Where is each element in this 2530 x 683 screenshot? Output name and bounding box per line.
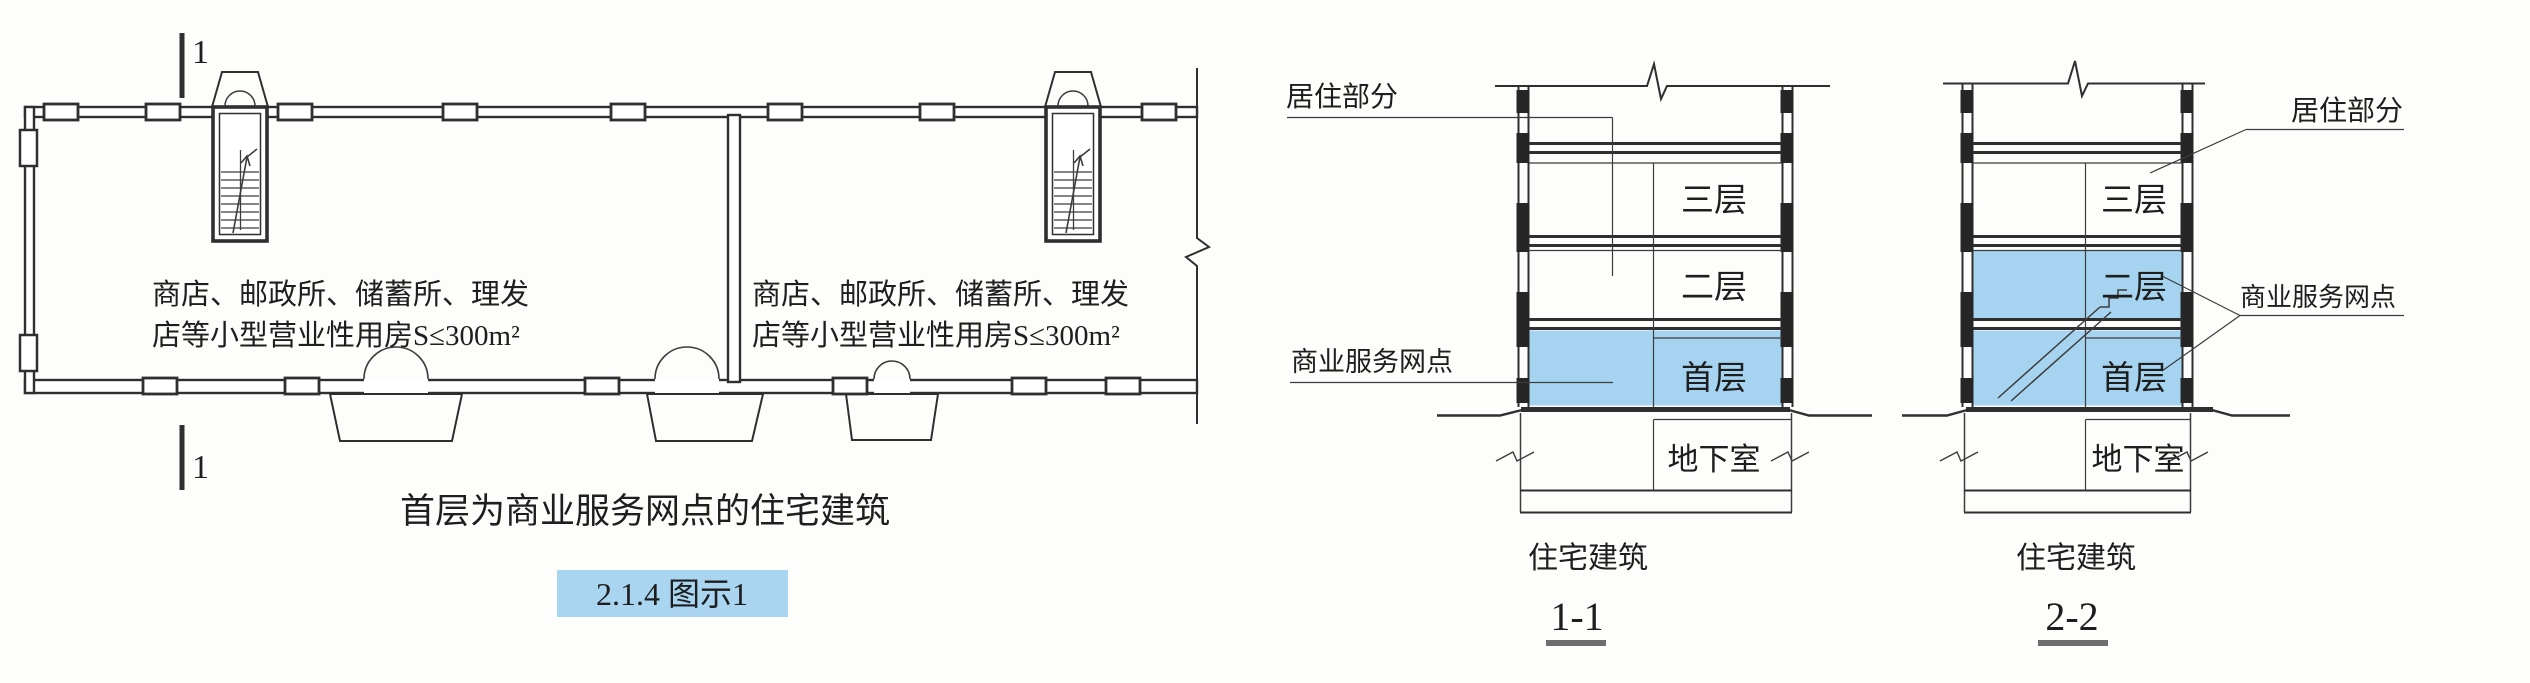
wall-break-icon	[1939, 451, 1979, 462]
door-opening	[655, 378, 719, 395]
window-icon	[42, 102, 80, 122]
figure-badge: 2.1.4 图示1	[557, 570, 788, 617]
section-marker-top: 1	[179, 33, 209, 98]
stairwell-icon	[210, 70, 270, 243]
basement	[1939, 413, 2209, 514]
section-marker-bottom: 1	[179, 425, 209, 490]
basement-label: 地下室	[2092, 442, 2185, 477]
door-opening	[364, 378, 428, 395]
window-icon	[441, 102, 479, 122]
window-icon	[1140, 102, 1178, 122]
room2-label: 商店、邮政所、储蓄所、理发 店等小型营业性用房S≤300m²	[752, 278, 1129, 352]
section-1-1: 居住部分 商业服务网点 三层 二层 首层 地下室 住宅建筑 1-1	[1286, 60, 1872, 646]
stairwell-icon	[1043, 70, 1103, 243]
window-icon	[144, 102, 182, 122]
double-door-icon	[686, 346, 720, 380]
double-door-icon	[654, 346, 688, 380]
second-floor-highlight	[1973, 251, 2182, 318]
floor-plan: 1 1 商店、邮政所、储蓄所、理发 店等小型营业性用房S≤300m² 商店、邮政…	[18, 33, 1211, 617]
section-title-underline	[2038, 640, 2108, 646]
double-door-icon	[363, 346, 397, 380]
room1-label-line2: 店等小型营业性用房S≤300m²	[152, 319, 520, 352]
floor-slabs	[1973, 142, 2182, 330]
window-icon	[283, 376, 321, 396]
section-2-2: 居住部分 商业服务网点 三层 二层 首层 地下室 住宅建筑 2-2	[1902, 60, 2404, 646]
entry-porch	[844, 393, 940, 441]
stair-flight-icon	[1997, 289, 2127, 402]
floor-label-3f: 三层	[1681, 183, 1747, 219]
plan-left-wall	[23, 105, 36, 395]
window-icon	[1104, 376, 1142, 396]
figure-badge-label: 2.1.4 图示1	[596, 576, 748, 612]
ground-line	[1437, 407, 1872, 417]
room1-label-line1: 商店、邮政所、储蓄所、理发	[152, 278, 529, 311]
entry-door-1	[328, 346, 464, 442]
residential-label: 居住部分	[2291, 95, 2403, 127]
double-door-icon	[891, 360, 911, 380]
wall-break-icon	[1495, 451, 1535, 462]
section-title: 1-1	[1550, 594, 1603, 639]
roof-break-line	[1943, 60, 2205, 100]
entry-door-2	[645, 346, 765, 442]
building-caption: 住宅建筑	[1528, 542, 1648, 575]
floor-box-lines	[1529, 162, 1782, 490]
first-floor-highlight	[1973, 330, 2182, 406]
figure-badge-background	[557, 570, 788, 617]
wall-break-icon	[1770, 451, 1810, 462]
commercial-leader-line	[2161, 275, 2404, 372]
room2-label-line1: 商店、邮政所、储蓄所、理发	[752, 278, 1129, 311]
window-icon	[831, 376, 869, 396]
section-marker-label: 1	[192, 34, 209, 71]
room2-label-line2: 店等小型营业性用房S≤300m²	[752, 319, 1120, 352]
window-icon	[1010, 376, 1048, 396]
entry-door-3	[844, 360, 940, 441]
window-icon	[18, 128, 39, 168]
residential-leader-line	[2149, 128, 2404, 174]
window-icon	[583, 376, 621, 396]
section-title-underline	[1546, 640, 1606, 646]
commercial-label: 商业服务网点	[2240, 283, 2396, 312]
floor-label-1f: 首层	[2101, 360, 2167, 397]
double-door-icon	[873, 360, 893, 380]
floor-label-3f: 三层	[2101, 183, 2167, 219]
plan-party-wall	[726, 113, 742, 384]
floor-label-2f: 二层	[2101, 270, 2167, 306]
window-icon	[609, 102, 647, 122]
room1-label: 商店、邮政所、储蓄所、理发 店等小型营业性用房S≤300m²	[152, 278, 529, 352]
residential-leader-line	[1287, 116, 1614, 276]
window-icon	[141, 376, 179, 396]
door-opening	[874, 378, 910, 395]
commercial-label: 商业服务网点	[1291, 347, 1453, 377]
roof-break-line	[1495, 60, 1830, 103]
window-icon	[18, 333, 39, 373]
window-icon	[276, 102, 314, 122]
ground-line	[1902, 407, 2290, 417]
double-door-icon	[395, 346, 429, 380]
plan-caption: 首层为商业服务网点的住宅建筑	[400, 492, 890, 531]
plan-break-line	[1184, 68, 1211, 424]
section-title: 2-2	[2045, 594, 2098, 639]
first-floor-highlight	[1529, 330, 1782, 406]
basement-label: 地下室	[1668, 442, 1761, 477]
residential-label: 居住部分	[1286, 81, 1398, 113]
floor-label-2f: 二层	[1681, 270, 1747, 306]
entry-porch	[328, 393, 464, 442]
window-icon	[766, 102, 804, 122]
window-icon	[918, 102, 956, 122]
building-caption: 住宅建筑	[2016, 542, 2136, 575]
section-marker-label: 1	[192, 449, 209, 486]
floor-label-1f: 首层	[1681, 360, 1747, 397]
entry-porch	[645, 393, 765, 442]
wall-break-icon	[2169, 451, 2209, 462]
floor-box-lines	[1973, 162, 2182, 490]
basement	[1495, 413, 1810, 514]
floor-slabs	[1529, 142, 1782, 330]
